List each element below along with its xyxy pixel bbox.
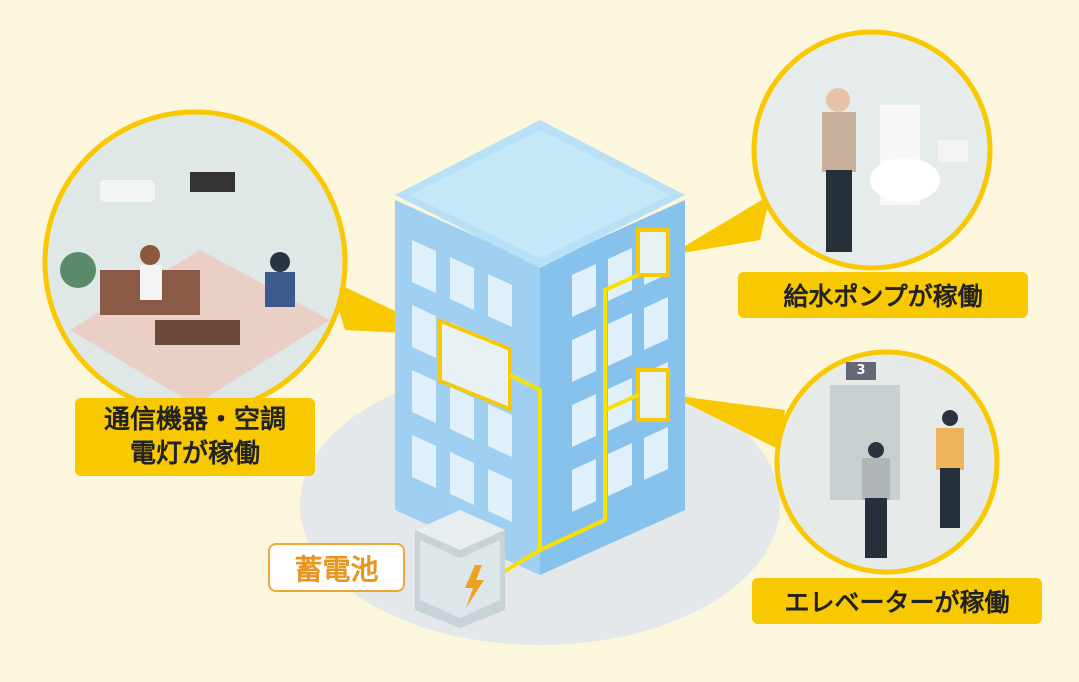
- window-room-highlight: [438, 317, 512, 412]
- building-window: [488, 404, 512, 457]
- elevator-floor-indicator: 3: [856, 363, 866, 378]
- building-window: [450, 387, 474, 440]
- room-circle: [42, 109, 348, 415]
- building-window: [412, 435, 436, 488]
- battery-icon: [415, 510, 505, 628]
- pump-circle: [751, 29, 993, 271]
- label-elevator: エレベーターが稼働: [752, 578, 1042, 624]
- window-pump-highlight: [636, 228, 670, 277]
- label-room-line2: 電灯が稼働: [129, 439, 260, 469]
- building-window: [450, 257, 474, 310]
- building-window: [412, 305, 436, 358]
- building-window: [450, 452, 474, 505]
- callout-elevator: [670, 395, 785, 450]
- wire: [604, 393, 639, 412]
- building: [395, 120, 685, 575]
- wire: [539, 273, 639, 552]
- label-battery: 蓄電池: [268, 543, 405, 592]
- building-window: [488, 469, 512, 522]
- callout-pump: [670, 195, 770, 255]
- building-window: [572, 459, 596, 512]
- building-window: [412, 240, 436, 293]
- building-window: [488, 274, 512, 327]
- building-window: [412, 370, 436, 423]
- building-window: [644, 427, 668, 480]
- elevator-circle: [774, 349, 1000, 575]
- label-room-line1: 通信機器・空調: [103, 405, 286, 435]
- building-window: [572, 394, 596, 447]
- window-elevator-highlight: [636, 368, 670, 422]
- label-room-equipment: 通信機器・空調 電灯が稼働: [75, 398, 315, 476]
- wire: [488, 373, 542, 582]
- building-window: [572, 264, 596, 317]
- building-window: [608, 443, 632, 496]
- label-water-pump: 給水ポンプが稼働: [738, 272, 1028, 318]
- building-window: [608, 313, 632, 366]
- building-window: [572, 329, 596, 382]
- building-window: [644, 297, 668, 350]
